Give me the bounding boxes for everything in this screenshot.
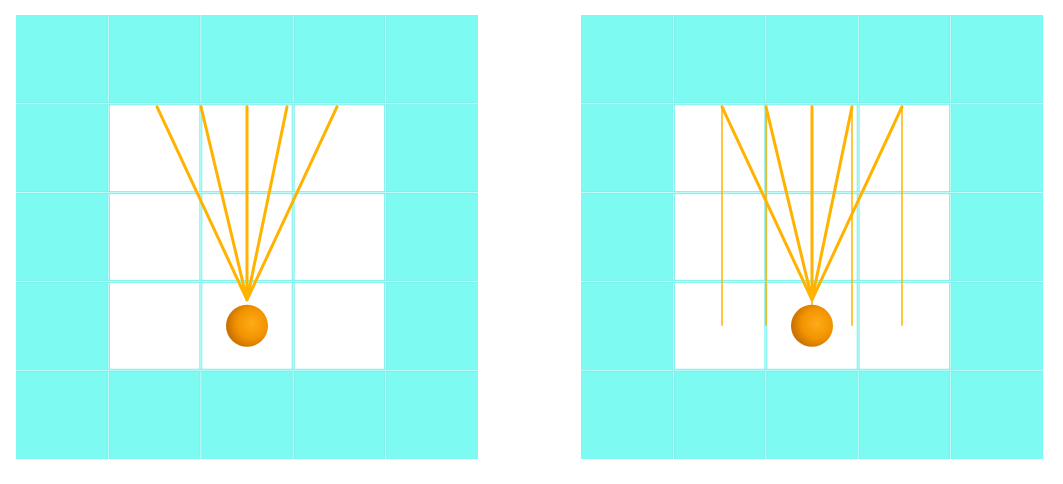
grid-world-left — [16, 15, 478, 459]
floor-cell — [108, 192, 201, 282]
floor-cell — [108, 103, 201, 193]
wall-cell — [581, 281, 674, 371]
wall-cell — [858, 15, 951, 104]
floor-cell — [673, 103, 766, 193]
floor-cell — [293, 281, 386, 371]
wall-cell — [16, 281, 109, 371]
ray — [810, 105, 854, 302]
wall-cell — [950, 192, 1043, 282]
rays — [155, 105, 339, 302]
floor-cell — [673, 192, 766, 282]
wall-cell — [950, 103, 1043, 193]
grid-panel-left — [16, 15, 478, 459]
ray — [155, 105, 249, 302]
wall-cell — [385, 281, 478, 371]
floor-cell — [293, 103, 386, 193]
wall-cell — [581, 15, 674, 104]
wall-cell — [16, 103, 109, 193]
wall-cell — [385, 192, 478, 282]
wall-cell — [293, 370, 386, 459]
wall-cell — [108, 370, 201, 459]
wall-cell — [581, 103, 674, 193]
wall-cell — [950, 15, 1043, 104]
floor-cell — [108, 281, 201, 371]
wall-cell — [673, 15, 766, 104]
grid-lines — [581, 15, 1043, 459]
wall-cell — [581, 192, 674, 282]
wall-cell — [673, 370, 766, 459]
ray — [199, 105, 249, 302]
wall-cell — [765, 15, 859, 104]
wall-cell — [858, 370, 951, 459]
wall-cell — [950, 281, 1043, 371]
ray — [764, 105, 814, 302]
grid-world-right — [581, 15, 1043, 459]
wall-cell — [581, 370, 674, 459]
ray — [720, 105, 814, 302]
ray — [810, 105, 904, 302]
grid-panel-right — [581, 15, 1043, 459]
wall-cell — [385, 103, 478, 193]
wall-cell — [200, 15, 294, 104]
ray — [245, 105, 289, 302]
wall-cell — [765, 370, 859, 459]
rays — [720, 105, 904, 302]
wall-cell — [16, 15, 109, 104]
wall-cell — [950, 370, 1043, 459]
wall-cell — [108, 15, 201, 104]
agent-ball — [791, 304, 833, 347]
wall-cell — [16, 370, 109, 459]
wall-cell — [16, 192, 109, 282]
wall-cell — [200, 370, 294, 459]
wall-cell — [385, 15, 478, 104]
floor-cell — [858, 192, 951, 282]
agent-ball — [226, 304, 268, 347]
ray — [245, 105, 339, 302]
floor-cell — [858, 103, 951, 193]
floor-cell — [293, 192, 386, 282]
wall-cell — [385, 370, 478, 459]
wall-cell — [293, 15, 386, 104]
